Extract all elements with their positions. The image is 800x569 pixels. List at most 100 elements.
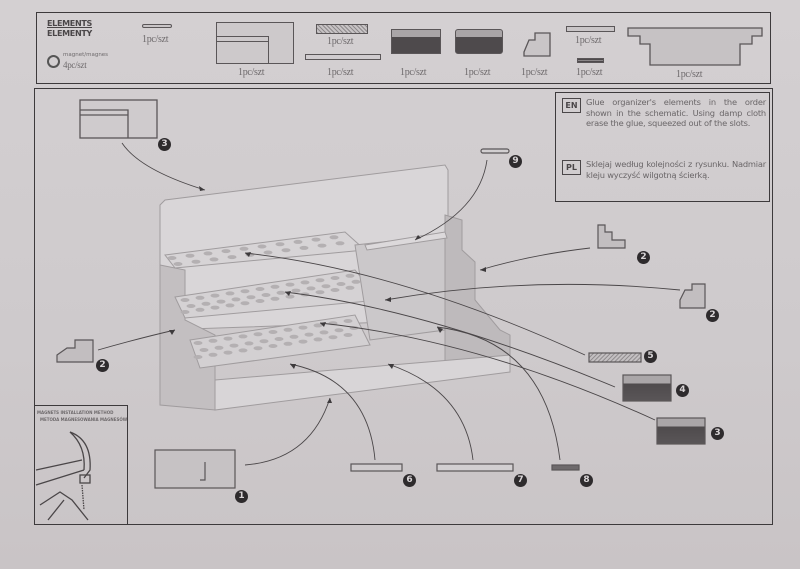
shelf-hole (208, 352, 218, 357)
shelf-hole (244, 341, 254, 346)
part-qty: 1pc/szt (400, 67, 427, 78)
shelf-hole (195, 295, 205, 300)
shelf-hole (281, 248, 291, 253)
magnet-method-title-pl: METODA MAGNESOWANIA MAGNESÓW (40, 417, 128, 422)
part-6-strip-thumb (566, 26, 615, 32)
callout-number-9: 9 (509, 155, 522, 168)
part-qty: 1pc/szt (464, 67, 491, 78)
shelf-hole (210, 305, 220, 310)
shelf-hole (240, 289, 250, 294)
shelf-hole (216, 299, 226, 304)
shelf-hole (261, 293, 271, 297)
part-7-strip-thumb (305, 54, 381, 60)
shelf-hole (186, 304, 196, 308)
callout-number-3-shelf: 3 (711, 427, 724, 440)
part-3-back-panel-thumb (216, 22, 294, 64)
shelf-hole (259, 339, 269, 344)
shelf-hole (313, 323, 323, 328)
part-3-shelf-thumb (455, 29, 503, 54)
shelf-hole (321, 284, 331, 289)
callout-part-2-left (56, 339, 94, 363)
callout-part-4-shelf (622, 374, 672, 402)
shelf-hole (255, 287, 265, 291)
shelf-hole (238, 334, 248, 339)
shelf-hole (268, 344, 278, 348)
callout-lines (97, 142, 681, 466)
callout-number-3-back: 3 (158, 138, 171, 151)
callout-part-2-upper (597, 224, 626, 249)
shelf-hole (304, 332, 314, 337)
shelf-hole (330, 288, 340, 292)
shelf-hole (185, 253, 195, 258)
part-qty: 1pc/szt (142, 34, 169, 45)
shelf-hole (328, 335, 338, 340)
lang-tag-pl: PL (562, 160, 581, 175)
shelf-hole (283, 327, 293, 332)
shelf-hole (343, 319, 353, 323)
magnet-method-title-en: MAGNETS INSTALLATION METHOD (37, 410, 114, 415)
organizer-assembly (159, 164, 511, 411)
part-qty: 1pc/szt (576, 67, 603, 78)
shelf-hole (253, 332, 263, 337)
shelf-hole (335, 241, 345, 246)
shelf-hole (199, 348, 209, 352)
part-4-shelf-thumb (391, 29, 441, 54)
shelf-hole (191, 259, 201, 264)
shelf-hole (283, 341, 293, 346)
shelf-hole (223, 336, 233, 341)
callout-number-8: 8 (580, 474, 593, 487)
callout-part-7-strip (436, 463, 514, 472)
shelf-hole (291, 288, 301, 293)
instructions-en: Glue organizer's elements in the order s… (586, 97, 766, 128)
part-8-strip-thumb (577, 58, 604, 63)
magnet-method-box (34, 405, 128, 525)
callout-number-4: 4 (676, 384, 689, 397)
shelf-hole (223, 350, 233, 355)
shelf-hole (210, 293, 220, 298)
callout-part-2-middle (679, 283, 706, 309)
shelf-hole (330, 276, 340, 280)
callout-part-5-strip (588, 352, 642, 363)
shelf-hole (299, 245, 309, 250)
shelf-hole (289, 334, 299, 339)
shelf-hole (345, 273, 355, 278)
shelf-hole (263, 250, 273, 255)
shelf-hole (336, 282, 346, 286)
shelf-hole (231, 297, 241, 302)
shelf-holes (167, 235, 361, 359)
callout-part-3-shelf (656, 417, 706, 445)
shelf-hole (209, 257, 219, 262)
shelf-hole (238, 348, 248, 353)
shelf-hole (298, 339, 308, 344)
shelf-hole (195, 307, 205, 312)
shelf-hole (351, 279, 361, 284)
shelf-hole (329, 235, 339, 240)
shelf-hole (180, 310, 190, 314)
shelf-hole (240, 301, 250, 306)
shelf-hole (317, 243, 327, 248)
shelf-hole (167, 256, 177, 260)
magnet-label: magnet/magnes (63, 52, 109, 58)
shelf-hole (257, 244, 267, 249)
shelf-hole (221, 249, 231, 254)
callout-number-7: 7 (514, 474, 527, 487)
shelf-hole (208, 338, 218, 343)
callout-number-6: 6 (403, 474, 416, 487)
hammer-icon (35, 431, 91, 521)
shelf-hole (315, 278, 325, 283)
shelf-hole (255, 299, 265, 303)
shelf-hole (214, 345, 224, 350)
shelf-hole (193, 341, 203, 345)
shelf-hole (270, 284, 280, 289)
shelf-hole (319, 330, 329, 335)
shelf-hole (227, 255, 237, 260)
part-5-strip-thumb (316, 24, 368, 34)
shelf-hole (311, 237, 321, 242)
part-9-bar-thumb (142, 24, 172, 28)
shelf-hole (334, 328, 344, 333)
callout-number-2-left: 2 (96, 359, 109, 372)
shelf-hole (203, 251, 213, 256)
shelf-hole (268, 330, 278, 334)
shelf-hole (229, 343, 239, 348)
